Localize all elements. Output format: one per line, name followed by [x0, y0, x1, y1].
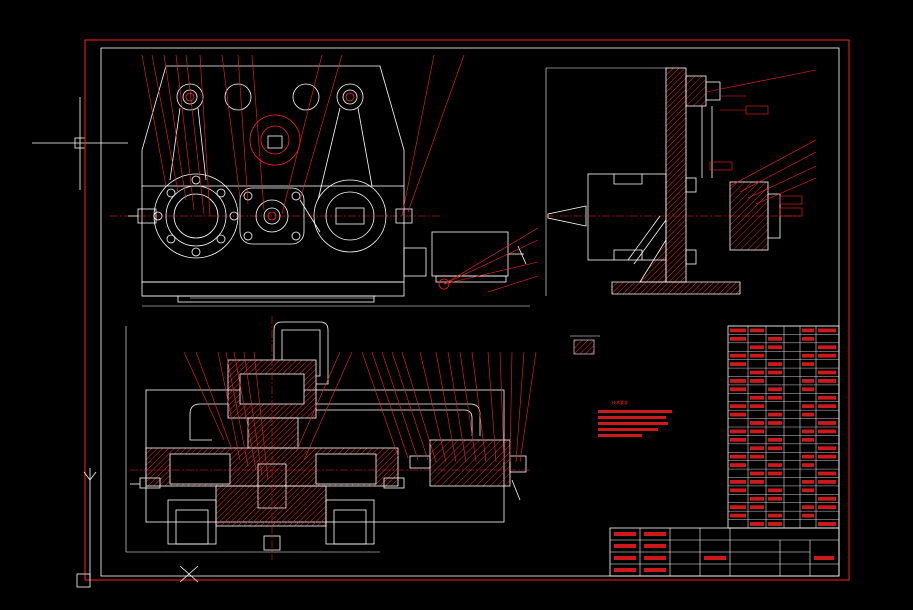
parts-list-entry: [818, 345, 836, 350]
parts-list-entry: [818, 522, 836, 526]
ucs-icon: [76, 468, 199, 588]
parts-list-entry: [818, 404, 836, 409]
parts-list-entry: [818, 429, 836, 434]
parts-list-entry: [750, 505, 764, 510]
parts-list-entry: [768, 513, 782, 518]
parts-list-entry: [802, 379, 814, 383]
parts-list-entry: [768, 496, 782, 501]
parts-list-entry: [818, 353, 836, 358]
parts-list-entry: [768, 522, 782, 526]
parts-list-entry: [818, 480, 836, 484]
parts-list-entry: [750, 370, 764, 375]
parts-list-entry: [750, 379, 764, 383]
parts-list-entry: [730, 379, 746, 383]
detail-view: [570, 335, 600, 355]
parts-list-entry: [768, 387, 782, 392]
parts-list-entry: [750, 480, 764, 484]
parts-list-entry: [730, 404, 746, 409]
parts-list-entry: [818, 370, 836, 375]
parts-list-entry: [768, 446, 782, 451]
parts-list-entry: [730, 480, 746, 484]
notes-heading: 技术要求: [612, 399, 628, 405]
parts-list-entry: [750, 454, 764, 459]
parts-list-entry: [768, 345, 782, 350]
parts-list-entry: [730, 387, 746, 392]
parts-list-entry: [750, 328, 764, 333]
parts-list-entry: [802, 437, 814, 442]
parts-list-entry: [802, 480, 814, 484]
technical-notes: 技术要求: [598, 399, 672, 437]
parts-list-entry: [768, 336, 782, 341]
parts-list-entry: [802, 328, 814, 333]
parts-list-entry: [818, 395, 836, 400]
parts-list-entry: [730, 328, 746, 333]
parts-list-entry: [802, 362, 814, 366]
parts-list-entry: [730, 336, 746, 341]
parts-list-entry: [730, 505, 746, 510]
parts-list-entry: [730, 429, 746, 434]
parts-list-entry: [730, 437, 746, 442]
parts-list-entry: [818, 328, 836, 333]
parts-list-entry: [768, 437, 782, 442]
parts-list-entry: [750, 522, 764, 526]
parts-list-entry: [768, 362, 782, 366]
parts-list-entry: [818, 379, 836, 383]
parts-list-entry: [768, 412, 782, 417]
parts-list-entry: [802, 454, 814, 459]
parts-list-entry: [750, 429, 764, 434]
parts-list-entry: [730, 362, 746, 366]
parts-list-entry: [802, 513, 814, 518]
parts-list-entry: [818, 446, 836, 451]
parts-list-entry: [768, 488, 782, 493]
parts-list-entry: [750, 353, 764, 358]
parts-list-entry: [802, 404, 814, 409]
parts-list-entry: [730, 463, 746, 467]
parts-list-entry: [818, 496, 836, 501]
parts-list-entry: [802, 336, 814, 341]
parts-list-entry: [802, 463, 814, 467]
parts-list-entry: [750, 446, 764, 451]
parts-list-entry: [750, 404, 764, 409]
inner-frame: [100, 47, 840, 577]
title-block: [609, 527, 840, 577]
parts-list-entry: [818, 471, 836, 476]
front-view: [110, 54, 539, 307]
parts-list-entry: [802, 488, 814, 493]
parts-list-entry: [818, 421, 836, 425]
section-view: [125, 316, 537, 560]
parts-list-entry: [750, 496, 764, 501]
parts-list-entry: [730, 353, 746, 358]
parts-list-entry: [818, 454, 836, 459]
parts-list-entry: [750, 345, 764, 350]
outer-frame: [84, 39, 850, 581]
parts-list-entry: [730, 412, 746, 417]
parts-list-entry: [750, 395, 764, 400]
side-view: [545, 67, 817, 296]
parts-list-entry: [802, 353, 814, 358]
parts-list-entry: [768, 463, 782, 467]
parts-list-entry: [802, 387, 814, 392]
parts-list-entry: [730, 488, 746, 493]
parts-list-entry: [768, 395, 782, 400]
parts-list-entry: [802, 505, 814, 510]
parts-list: [727, 325, 840, 529]
parts-list-entry: [802, 429, 814, 434]
ucs-crosshair: [32, 97, 128, 190]
parts-list-entry: [802, 412, 814, 417]
parts-list-entry: [768, 370, 782, 375]
parts-list-entry: [730, 454, 746, 459]
parts-list-entry: [750, 421, 764, 425]
parts-list-entry: [768, 471, 782, 476]
parts-list-entry: [768, 421, 782, 425]
parts-list-entry: [818, 505, 836, 510]
parts-list-entry: [750, 471, 764, 476]
parts-list-entry: [730, 513, 746, 518]
